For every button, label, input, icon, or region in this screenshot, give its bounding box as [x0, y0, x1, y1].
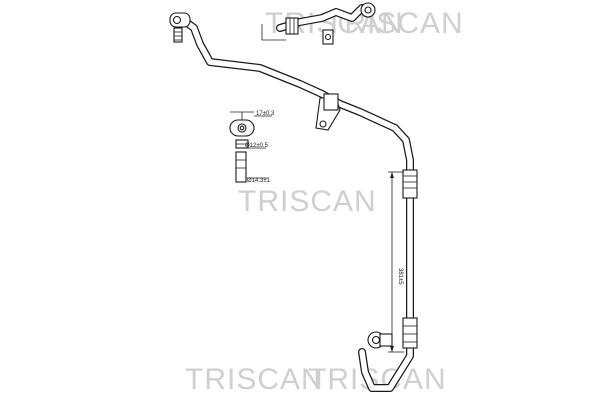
- length-dimension: 381±5: [388, 171, 404, 353]
- main-pipe: [182, 18, 414, 334]
- vertical-pipe-sleeve: [402, 169, 418, 349]
- upper-branch-connector: [285, 17, 334, 45]
- bottom-banjo-fitting: [367, 331, 393, 349]
- top-right-banjo-fitting: [360, 2, 376, 18]
- length-dimension-label: 381±5: [397, 268, 403, 285]
- lower-pipe-bend: [358, 326, 414, 392]
- top-left-banjo-fitting: [169, 12, 191, 43]
- pipe-mounting-bracket: [315, 93, 341, 131]
- diameter-mid-label: Ø12±0.5: [245, 143, 269, 149]
- watermark-middle: TRISCAN: [238, 185, 377, 218]
- watermark-bottom-left: TRISCAN: [185, 363, 324, 396]
- width-dimension-label: 17±0.3: [256, 111, 275, 117]
- diameter-bottom-label: Ø14.3±1: [247, 178, 271, 184]
- fitting-detail-view: 17±0.3 Ø12±0.5 Ø14.3±1: [229, 111, 275, 184]
